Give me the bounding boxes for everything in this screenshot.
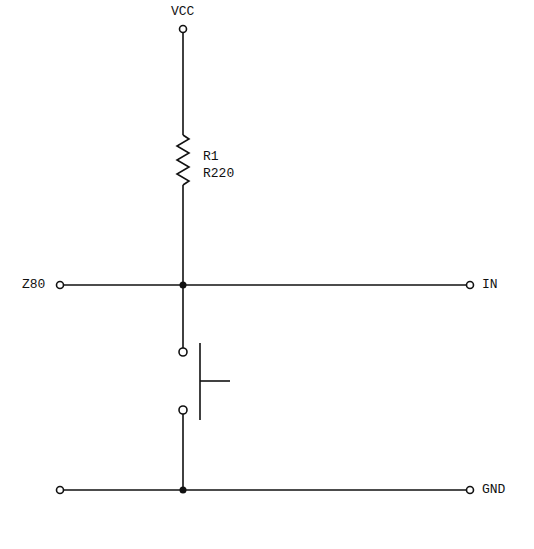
wire	[64, 489, 467, 491]
wire	[182, 33, 184, 136]
junction-dot	[180, 282, 187, 289]
signal-label: GND	[482, 483, 505, 497]
switch-button	[200, 380, 230, 382]
wire	[182, 185, 184, 285]
junction-dot	[180, 487, 187, 494]
wire	[182, 285, 184, 348]
vcc-terminal	[180, 26, 187, 33]
part-value: R220	[203, 167, 234, 181]
signal-label: IN	[482, 278, 498, 292]
gnd-terminal	[467, 487, 474, 494]
signal-label: Z80	[22, 278, 45, 292]
part-name: R1	[203, 150, 219, 164]
switch-contact	[179, 348, 187, 356]
supply-label: VCC	[171, 5, 194, 19]
ground-terminal	[57, 487, 64, 494]
z80-terminal	[57, 282, 64, 289]
switch-contact	[179, 406, 187, 414]
in-terminal	[467, 282, 474, 289]
resistor-symbol	[177, 135, 189, 185]
wire	[182, 414, 184, 490]
wire	[64, 284, 467, 286]
